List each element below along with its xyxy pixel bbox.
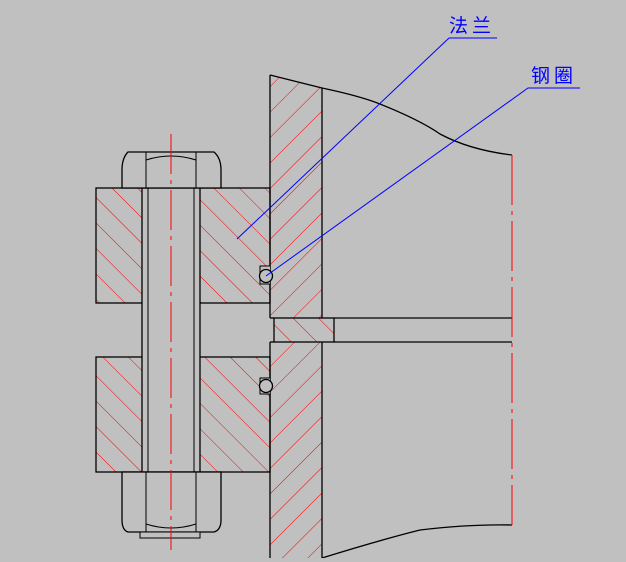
- lower-flange-wall: [269, 342, 323, 558]
- lower-break-line: [321, 524, 513, 559]
- gasket: [270, 317, 512, 343]
- upper-flange-block: [95, 187, 271, 304]
- upper-break-line: [321, 87, 513, 156]
- lower-steel-ring: [258, 377, 274, 395]
- steel-ring-label: 钢圈: [531, 65, 577, 87]
- flange-leader-line: [236, 37, 497, 240]
- upper-flange-wall: [269, 74, 323, 318]
- flange-label: 法兰: [449, 15, 495, 37]
- steel-ring-leader-line: [265, 87, 580, 277]
